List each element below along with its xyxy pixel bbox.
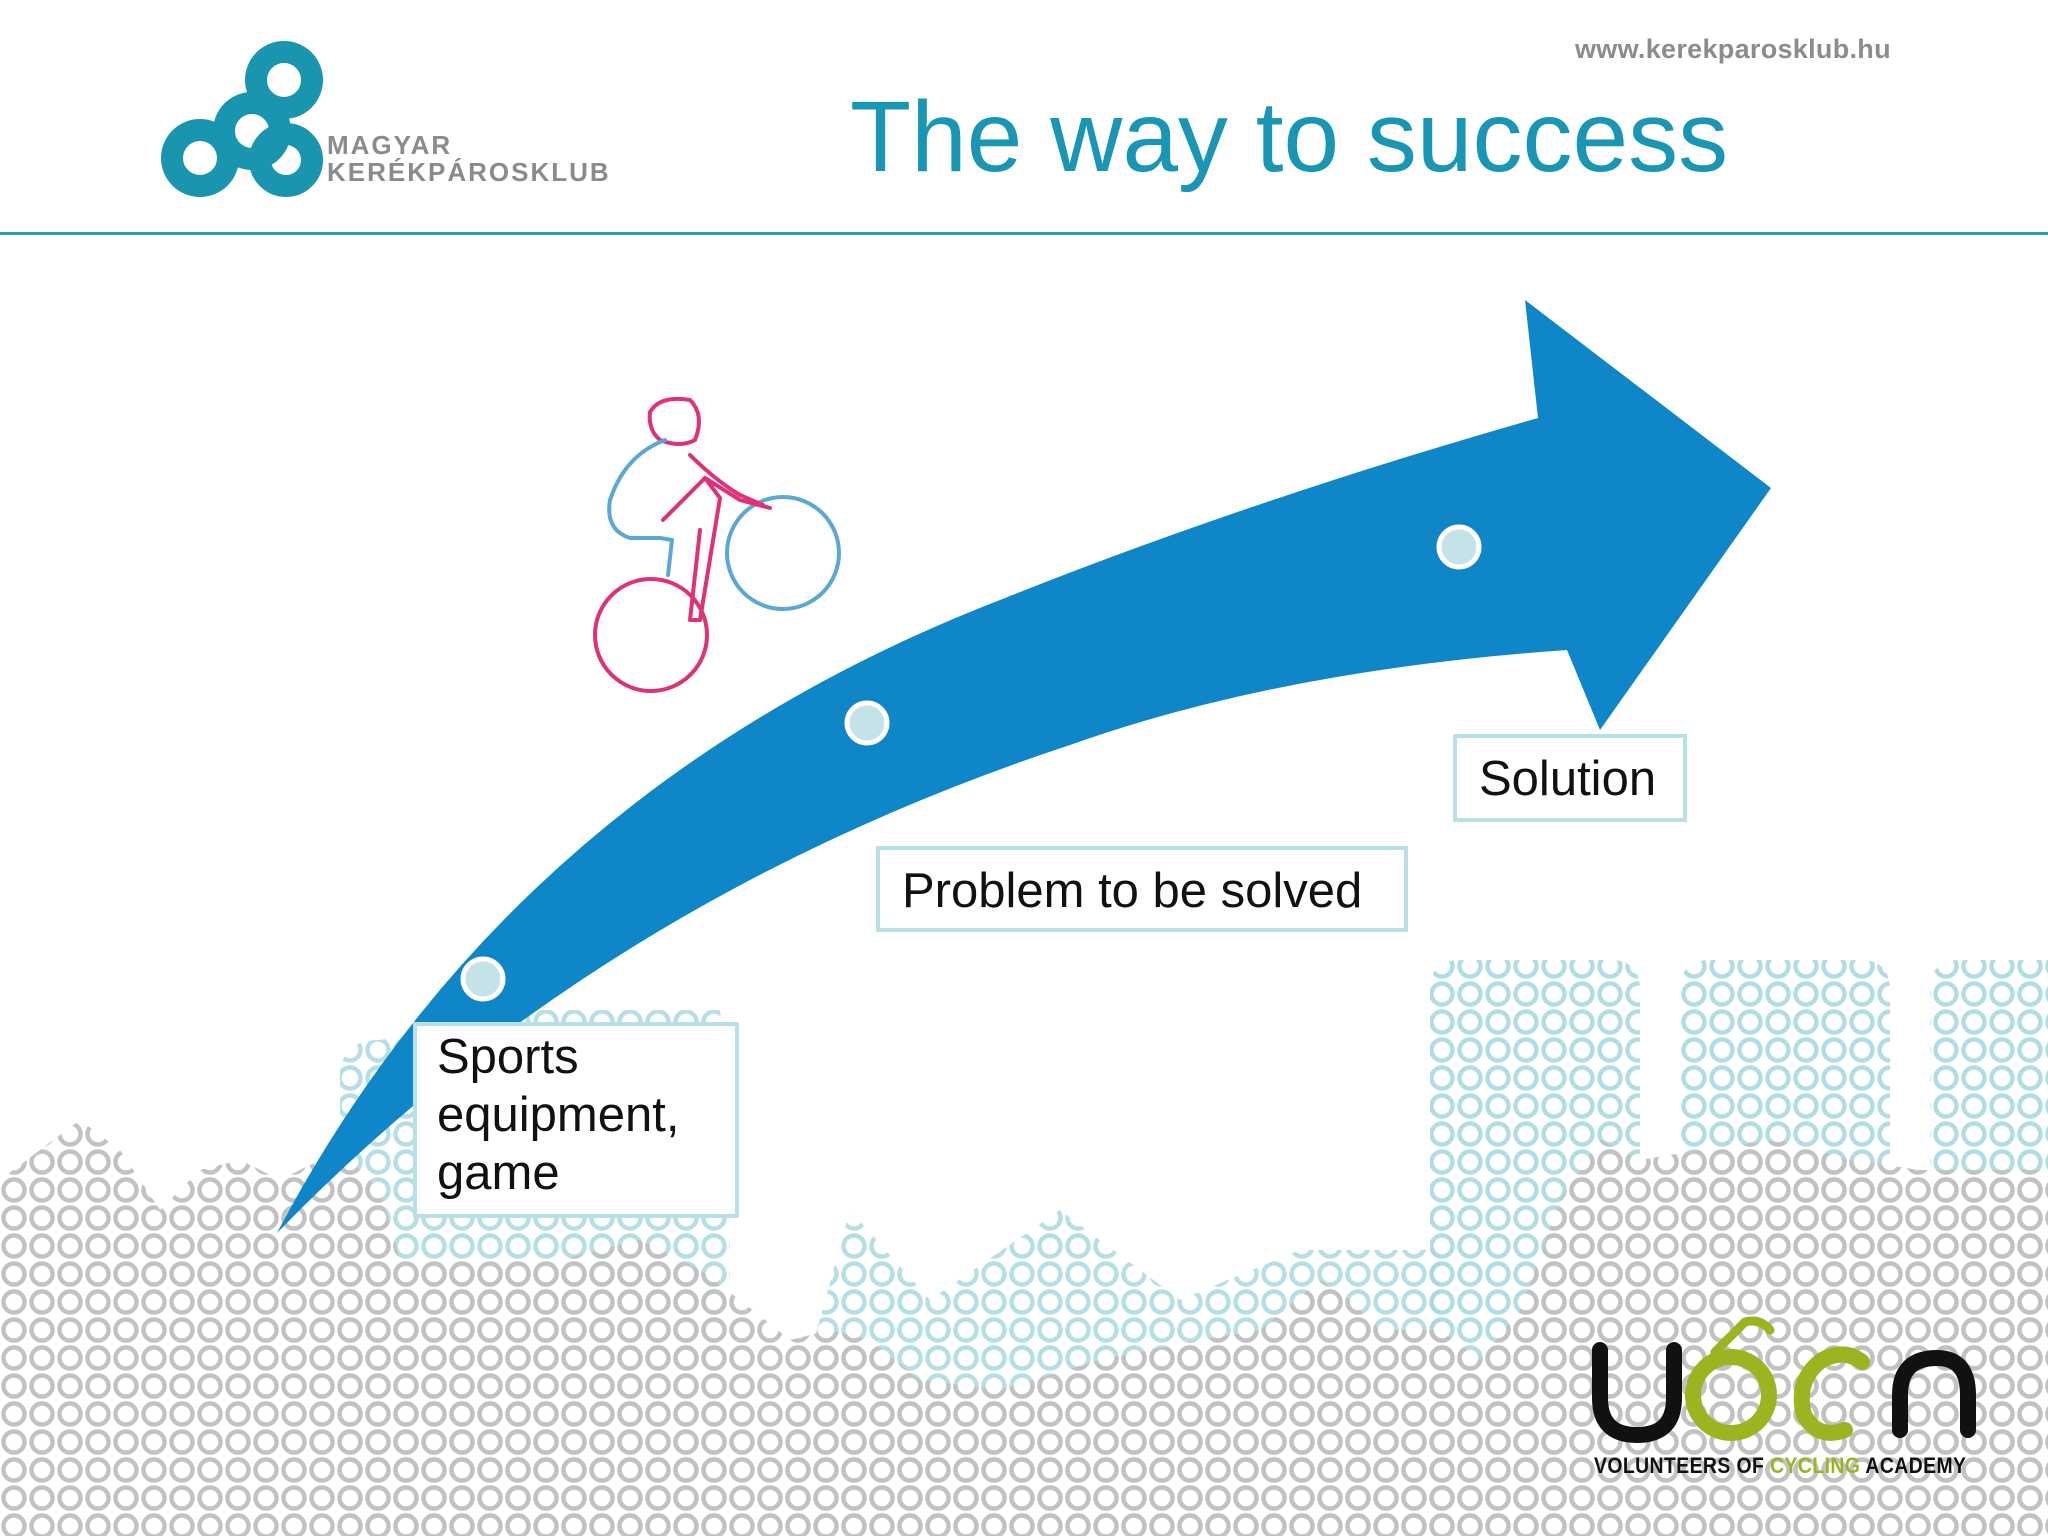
- vca-word-3: ACADEMY: [1865, 1453, 1967, 1478]
- stage-label-text: Solution: [1479, 752, 1657, 806]
- stage-label-end: Solution: [1453, 734, 1687, 822]
- stage-node-3: [1436, 524, 1482, 570]
- stage-label-text: Sports equipment, game: [437, 1030, 680, 1200]
- vca-word-1: VOLUNTEERS OF: [1594, 1453, 1765, 1478]
- brand-line-1: MAGYAR: [327, 130, 453, 160]
- stage-node-1: [460, 956, 506, 1002]
- brand-line-2: KERÉKPÁROSKLUB: [327, 157, 611, 187]
- rising-arrow: [277, 300, 1771, 1233]
- cyclist-climbing-icon: [593, 396, 841, 693]
- vca-wordmark: VOLUNTEERS OF CYCLING ACADEMY: [1594, 1453, 1966, 1479]
- vca-word-2: CYCLING: [1770, 1453, 1861, 1478]
- header-divider: [0, 232, 2048, 235]
- stage-node-2: [844, 700, 890, 746]
- slide-title: The way to success: [850, 81, 1729, 193]
- stage-label-middle: Problem to be solved: [876, 846, 1408, 932]
- stage-label-text: Problem to be solved: [902, 864, 1363, 918]
- three-linked-rings-logo: [161, 41, 323, 197]
- stage-label-start: Sports equipment, game: [413, 1022, 739, 1218]
- gray-dot-skyline: [0, 1120, 2048, 1536]
- website-url[interactable]: www.kerekparosklub.hu: [1575, 34, 1891, 64]
- vca-bicycle-logo: [1592, 1316, 1976, 1444]
- brand-wordmark: MAGYAR KERÉKPÁROSKLUB: [327, 132, 611, 186]
